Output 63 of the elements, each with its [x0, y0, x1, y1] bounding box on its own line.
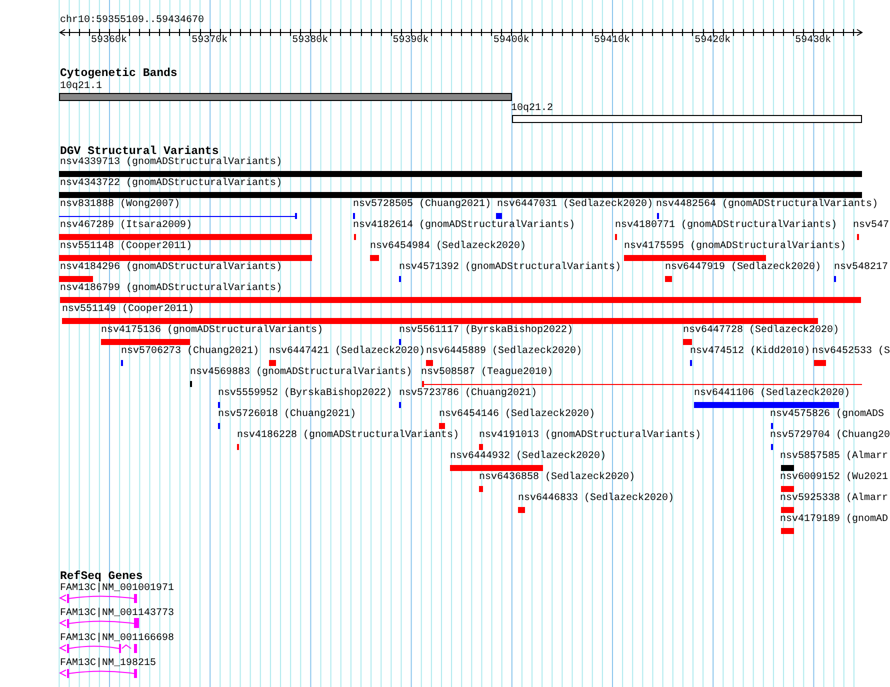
position-label: chr10:59355109..59434670: [60, 15, 204, 27]
gene-label: FAM13C|NM_001166698: [60, 633, 174, 645]
variant-label: nsv4179189 (gnomAD: [780, 514, 888, 526]
band-label: 10q21.1: [60, 81, 102, 93]
gene-label: FAM13C|NM_001001971: [60, 583, 174, 595]
variant-label: nsv4482564 (gnomADStructuralVariants): [656, 199, 878, 211]
variant-label: nsv551148 (Cooper2011): [60, 241, 192, 253]
variant-label: nsv4184296 (gnomADStructuralVariants): [60, 262, 282, 274]
tick-label: 59370k: [192, 35, 228, 47]
variant-label: nsv508587 (Teague2010): [421, 367, 554, 379]
variant-label: nsv6441106 (Sedlazeck2020): [694, 388, 850, 400]
track-title: Cytogenetic Bands: [60, 68, 178, 80]
track-title: RefSeq Genes: [60, 571, 143, 583]
variant-label: nsv831888 (Wong2007): [60, 199, 180, 211]
variant-label: nsv6009152 (Wu2021: [780, 472, 888, 484]
variant-label: nsv4175595 (gnomADStructuralVariants): [624, 241, 846, 253]
band-label: 10q21.2: [511, 103, 554, 115]
variant-label: nsv6445889 (Sedlazeck2020): [426, 346, 582, 358]
variant-label: nsv5925338 (Almarr: [780, 493, 888, 505]
variant-label: nsv4175136 (gnomADStructuralVariants): [101, 325, 324, 337]
variant-label: nsv4186799 (gnomADStructuralVariants): [60, 283, 282, 295]
gene-label: FAM13C|NM_198215: [60, 658, 156, 670]
tick-label: 59360k: [91, 35, 127, 47]
tick-label: 59410k: [594, 35, 630, 47]
variant-label: nsv551149 (Cooper2011): [62, 304, 194, 316]
variant-label: nsv5726018 (Chuang2021): [218, 409, 356, 421]
variant-label: nsv4569883 (gnomADStructuralVariants): [190, 367, 412, 379]
variant-label: nsv5723786 (Chuang2021): [399, 388, 538, 400]
tick-label: 59380k: [292, 35, 328, 47]
variant-label: nsv467289 (Itsara2009): [60, 220, 192, 232]
variant-label: nsv4182614 (gnomADStructuralVariants): [353, 220, 576, 232]
variant-label: nsv4180771 (gnomADStructuralVariants): [615, 220, 838, 232]
variant-label: nsv5706273 (Chuang2021): [121, 346, 260, 358]
variant-label: nsv6447919 (Sedlazeck2020): [665, 262, 822, 274]
variant-label: nsv6447728 (Sedlazeck2020): [683, 325, 840, 337]
variant-label: nsv6436858 (Sedlazeck2020): [479, 472, 636, 484]
variant-label: nsv5857585 (Almarr: [780, 451, 888, 463]
variant-label: nsv5728505 (Chuang2021): [353, 199, 492, 211]
variant-label: nsv4571392 (gnomADStructuralVariants): [399, 262, 622, 274]
variant-label: nsv4343722 (gnomADStructuralVariants): [60, 178, 282, 190]
variant-label: nsv5559952 (ByrskaBishop2022): [218, 388, 392, 400]
variant-label: nsv4191013 (gnomADStructuralVariants): [479, 430, 702, 442]
variant-label: nsv6444932 (Sedlazeck2020): [450, 451, 606, 463]
variant-label: nsv5729704 (Chuang20: [770, 430, 890, 442]
variant-label: nsv4186228 (gnomADStructuralVariants): [237, 430, 460, 442]
tick-label: 59400k: [493, 35, 530, 47]
track-title: DGV Structural Variants: [60, 146, 219, 158]
gene-label: FAM13C|NM_001143773: [60, 608, 174, 620]
variant-label: nsv6452533 (S: [812, 346, 890, 358]
variant-label: nsv5561117 (ByrskaBishop2022): [399, 325, 574, 337]
variant-label: nsv4575826 (gnomADS: [770, 409, 884, 421]
variant-label: nsv4339713 (gnomADStructuralVariants): [60, 157, 282, 169]
variant-label: nsv6446833 (Sedlazeck2020): [518, 493, 674, 505]
tick-label: 59430k: [795, 35, 832, 47]
variant-label: nsv547: [853, 220, 890, 232]
tick-label: 59420k: [694, 35, 731, 47]
variant-label: nsv6454984 (Sedlazeck2020): [370, 241, 526, 253]
tick-label: 59390k: [392, 35, 429, 47]
variant-label: nsv6454146 (Sedlazeck2020): [439, 409, 596, 421]
variant-label: nsv548217: [834, 262, 888, 274]
variant-label: nsv474512 (Kidd2010): [690, 346, 810, 358]
variant-label: nsv6447421 (Sedlazeck2020): [269, 346, 426, 358]
variant-label: nsv6447031 (Sedlazeck2020): [497, 199, 654, 211]
